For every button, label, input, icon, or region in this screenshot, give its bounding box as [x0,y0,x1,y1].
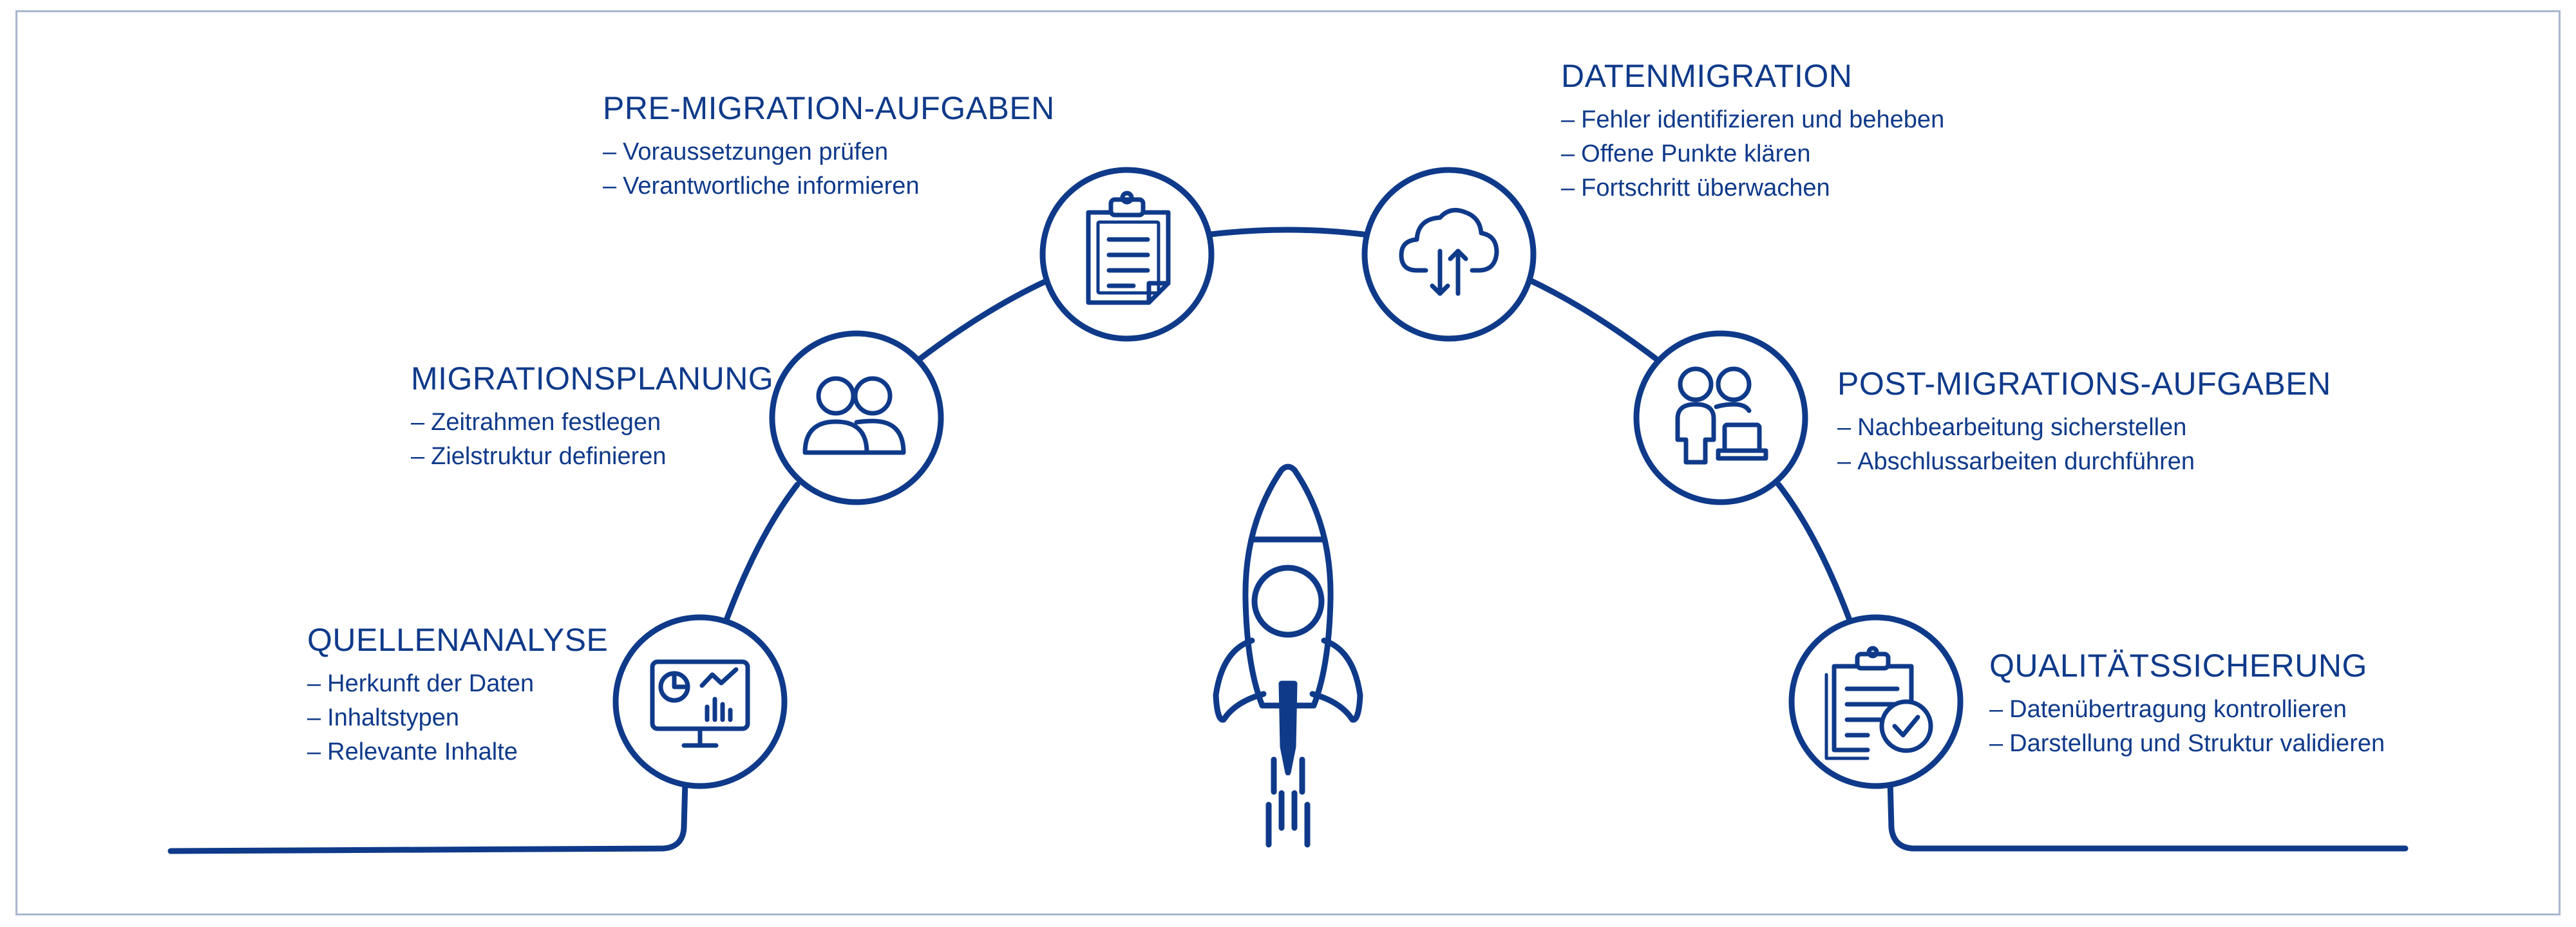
list-item: –Abschlussarbeiten durchführen [1837,447,2195,475]
diagram-frame [15,10,2561,915]
stage-title: DATENMIGRATION [1561,58,1853,94]
arc-segment-1 [723,482,800,623]
list-item: –Voraussetzungen prüfen [603,138,889,165]
stage-task-list: –Herkunft der Daten –Inhaltstypen –Relev… [307,667,608,769]
list-item: –Nachbearbeitung sicherstellen [1837,413,2187,441]
stage-circle-datenmigration [1361,167,1537,342]
ground-line-left [167,778,688,854]
stage-task-list: –Zeitrahmen festlegen –Zielstruktur defi… [411,406,773,474]
list-item: –Offene Punkte klären [1561,140,1811,167]
stage-title: QUELLENANALYSE [307,622,609,658]
stage-post-migration: POST-MIGRATIONS-AUFGABEN –Nachbearbeitun… [1837,366,2331,479]
dashboard-monitor-icon [650,659,750,748]
clipboard-icon [1086,191,1171,305]
ground-line-right [1887,778,2409,852]
list-item: –Verantwortliche informieren [603,172,920,200]
arc-segment-4 [1526,277,1662,364]
stage-task-list: –Fehler identifizieren und beheben –Offe… [1561,103,1944,205]
stage-circle-quellenanalyse [612,614,788,789]
stage-datenmigration: DATENMIGRATION –Fehler identifizieren un… [1561,58,1944,205]
stage-qualitaetssicherung: QUALITÄTSSICHERUNG –Datenübertragung kon… [1989,648,2385,761]
list-item: –Fehler identifizieren und beheben [1561,106,1945,133]
stage-migrationsplanung: MIGRATIONSPLANUNG –Zeitrahmen festlegen … [411,360,773,474]
clipboard-check-icon [1824,646,1933,760]
list-item: –Datenübertragung kontrollieren [1989,695,2347,723]
list-item: –Herkunft der Daten [307,670,535,697]
stage-task-list: –Voraussetzungen prüfen –Verantwortliche… [603,135,1055,203]
list-item: –Relevante Inhalte [307,738,518,765]
stage-circle-migrationsplanung [769,330,944,505]
cloud-transfer-icon [1399,207,1499,296]
stage-title: POST-MIGRATIONS-AUFGABEN [1837,366,2331,402]
stage-task-list: –Datenübertragung kontrollieren –Darstel… [1989,693,2385,761]
stage-title: MIGRATIONSPLANUNG [411,360,774,397]
stage-pre-migration: PRE-MIGRATION-AUFGABEN –Voraussetzungen … [603,90,1055,203]
stage-task-list: –Nachbearbeitung sicherstellen –Abschlus… [1837,411,2331,479]
list-item: –Zielstruktur definieren [411,442,667,470]
stage-quellenanalyse: QUELLENANALYSE –Herkunft der Daten –Inha… [307,622,608,769]
arc-segment-2 [914,277,1052,364]
stage-circle-qualitaetssicherung [1788,614,1964,789]
list-item: –Fortschritt überwachen [1561,174,1830,201]
stage-circle-post-migration [1633,330,1808,505]
arc-segment-5 [1776,482,1853,623]
list-item: –Darstellung und Struktur validieren [1989,729,2385,757]
arc-segment-3 [1208,227,1367,238]
users-laptop-icon [1675,366,1768,465]
list-item: –Inhaltstypen [307,704,460,731]
stage-title: QUALITÄTSSICHERUNG [1989,648,2367,684]
list-item: –Zeitrahmen festlegen [411,408,661,436]
rocket-icon [1213,464,1363,848]
stage-title: PRE-MIGRATION-AUFGABEN [603,90,1055,126]
team-icon [802,376,906,455]
